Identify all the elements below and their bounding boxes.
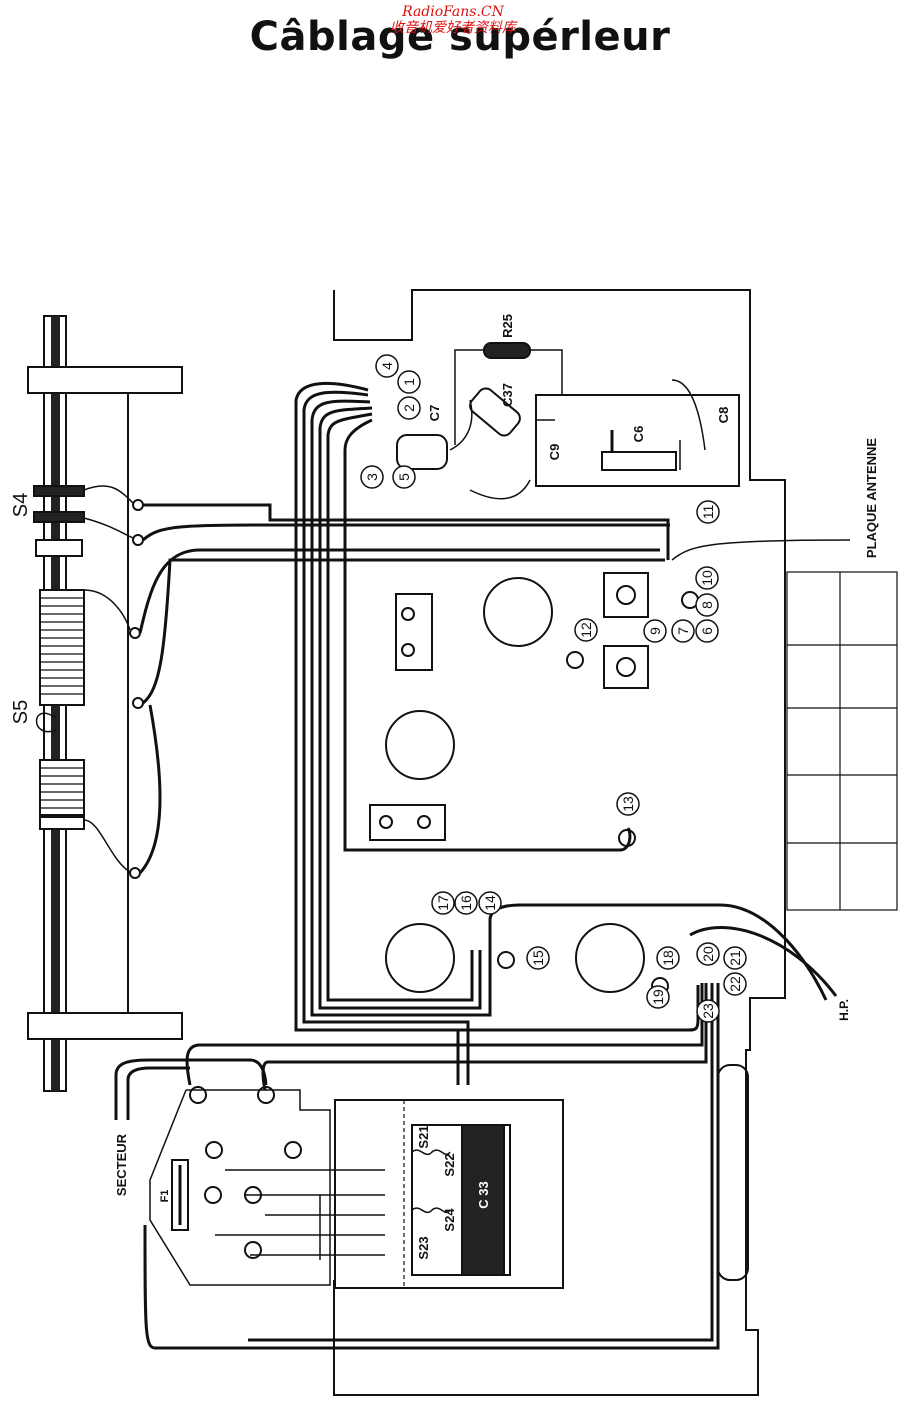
tube-socket-4 xyxy=(575,923,645,993)
terminal-9 xyxy=(643,619,667,643)
label-hp: H.P. xyxy=(837,999,851,1021)
watermark-line-2: 收音机爱好者资料库 xyxy=(390,20,516,36)
label-plaque-antenne: PLAQUE ANTENNE xyxy=(864,438,879,558)
terminal-12 xyxy=(574,618,598,642)
can-2 xyxy=(603,645,649,689)
resistor-r25 xyxy=(483,342,531,359)
label-c7: C7 xyxy=(427,405,442,422)
terminal-18-number: 18 xyxy=(660,950,676,966)
label-s22: S22 xyxy=(442,1153,457,1176)
terminal-numbers: 1 2 3 4 5 6 7 8 9 10 11 12 13 14 15 16 1… xyxy=(364,362,743,1019)
terminal-7-number: 7 xyxy=(675,627,691,635)
capacitor-c37 xyxy=(469,387,521,437)
terminal-15-number: 15 xyxy=(530,950,546,966)
terminal-15 xyxy=(526,946,550,970)
label-f1: F1 xyxy=(159,1190,171,1203)
terminal-11-number: 11 xyxy=(700,505,716,520)
terminal-18 xyxy=(656,946,680,970)
can-1 xyxy=(603,572,649,618)
terminal-8-number: 8 xyxy=(699,601,715,609)
terminal-11 xyxy=(696,500,720,524)
capacitor-c7 xyxy=(396,434,448,470)
tube-socket-2 xyxy=(385,710,455,780)
main-harness xyxy=(294,381,632,1085)
terminal-23-number: 23 xyxy=(700,1003,716,1019)
label-s5: S5 xyxy=(10,700,32,724)
terminal-4-number: 4 xyxy=(379,362,395,370)
label-s24: S24 xyxy=(442,1208,457,1232)
terminal-21-number: 21 xyxy=(727,950,743,966)
if-transformer-1 xyxy=(395,593,433,671)
terminal-16-number: 16 xyxy=(458,895,474,911)
terminal-12-number: 12 xyxy=(578,622,594,638)
terminal-2-number: 2 xyxy=(401,404,417,412)
terminal-19-number: 19 xyxy=(650,989,666,1005)
terminal-1-number: 1 xyxy=(401,378,417,386)
terminal-5 xyxy=(392,465,416,489)
watermark-line-1: RadioFans.CN xyxy=(402,4,504,20)
speaker-rim xyxy=(717,1064,749,1281)
terminal-13 xyxy=(616,792,640,816)
label-c9: C9 xyxy=(547,444,562,461)
terminal-17-number: 17 xyxy=(435,895,451,911)
terminal-13-number: 13 xyxy=(620,796,636,812)
terminal-8 xyxy=(695,593,719,617)
if-transformer-2 xyxy=(369,804,446,841)
ferrite-rod-assembly xyxy=(27,315,183,1092)
label-c33: C 33 xyxy=(476,1181,491,1208)
dial-scale-area xyxy=(786,571,898,911)
terminal-20 xyxy=(696,942,720,966)
terminal-9-number: 9 xyxy=(647,627,663,635)
label-c8: C8 xyxy=(716,407,731,424)
label-r25: R25 xyxy=(500,314,515,338)
terminal-22 xyxy=(723,972,747,996)
label-c37: C37 xyxy=(500,383,515,407)
terminal-5-number: 5 xyxy=(396,473,412,481)
terminal-2 xyxy=(397,396,421,420)
terminal-14 xyxy=(478,891,502,915)
terminal-17 xyxy=(431,891,455,915)
label-s21: S21 xyxy=(416,1125,431,1148)
chassis-outline xyxy=(333,289,786,1396)
terminal-14-number: 14 xyxy=(482,895,498,911)
terminal-22-number: 22 xyxy=(727,976,743,992)
power-transformer xyxy=(334,1099,564,1289)
terminal-6-number: 6 xyxy=(699,627,715,635)
terminal-16 xyxy=(454,891,478,915)
terminal-20-number: 20 xyxy=(700,946,716,962)
terminal-23 xyxy=(696,999,720,1023)
tuning-gang xyxy=(535,394,740,487)
terminal-1 xyxy=(397,370,421,394)
terminal-10 xyxy=(695,566,719,590)
s5-upper-coil xyxy=(39,589,85,706)
component-labels: S4 S5 R25 C37 C7 C9 C6 C8 PLAQUE ANTENNE… xyxy=(10,314,879,1260)
s5-lower-coil xyxy=(39,759,85,816)
label-s4: S4 xyxy=(10,493,32,517)
terminal-3 xyxy=(360,465,384,489)
label-s23: S23 xyxy=(416,1236,431,1259)
terminal-4 xyxy=(375,354,399,378)
label-secteur: SECTEUR xyxy=(114,1133,129,1196)
label-c6: C6 xyxy=(631,426,646,443)
tube-socket-1 xyxy=(483,577,553,647)
terminal-6 xyxy=(695,619,719,643)
terminal-10-number: 10 xyxy=(699,570,715,586)
terminal-21 xyxy=(723,946,747,970)
diagram-title: Câblage supérleur xyxy=(249,14,671,60)
watermark: RadioFans.CN 收音机爱好者资料库 xyxy=(390,4,516,36)
terminal-19 xyxy=(646,985,670,1009)
terminal-7 xyxy=(671,619,695,643)
tube-socket-3 xyxy=(385,923,455,993)
terminal-3-number: 3 xyxy=(364,473,380,481)
mains-cable xyxy=(126,1066,190,1120)
rod-lugs xyxy=(129,499,144,879)
terminal-markers xyxy=(360,354,747,1023)
voltage-selector-panel xyxy=(149,1089,331,1286)
